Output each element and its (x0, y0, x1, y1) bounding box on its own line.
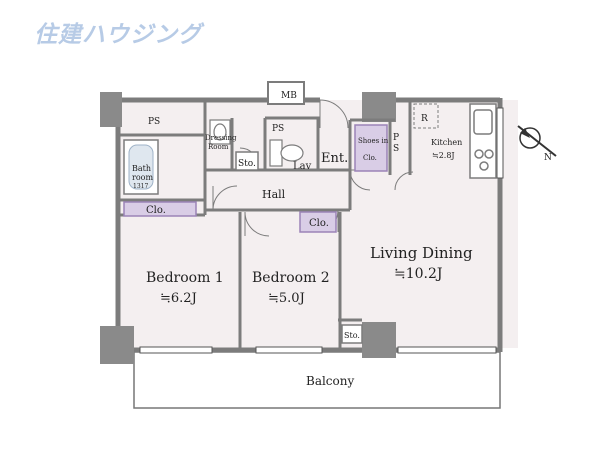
bath-name: Bath (132, 164, 151, 173)
compass (517, 125, 557, 157)
shoes-line2: Clo. (363, 154, 377, 162)
bedroom2-name: Bedroom 2 (252, 270, 330, 286)
bathtub (123, 139, 159, 195)
living-name: Living Dining (370, 244, 473, 262)
dressing-name2: Room (208, 143, 229, 151)
bath-size: 1317 (133, 183, 148, 190)
ps-dressing-label: PS (148, 117, 160, 127)
mb-label: MB (281, 91, 297, 101)
kitchen-counter (469, 103, 497, 179)
clo-bed2-label: Clo. (309, 218, 329, 229)
sto-balcony-label: Sto. (344, 331, 360, 340)
toilet (269, 139, 304, 167)
fridge-label: R (421, 114, 428, 124)
fridge-space (413, 103, 439, 129)
side-windows (496, 107, 504, 179)
living-size: ≒10.2J (394, 266, 443, 282)
balcony-area (133, 351, 501, 409)
kitchen-size: ≒2.8J (432, 151, 455, 160)
sto-hall-label: Sto. (238, 159, 256, 169)
shoes-line1: Shoes in (358, 137, 389, 145)
washbasin (209, 119, 231, 145)
bedroom1-name: Bedroom 1 (146, 270, 224, 286)
bedroom2-size: ≒5.0J (268, 291, 305, 306)
ps-toilet-label: PS (272, 124, 284, 134)
closets (123, 124, 388, 233)
dressing-name: Dressing (205, 134, 237, 142)
ps-kitchen-p-label: P (393, 133, 399, 143)
kitchen-name: Kitchen (431, 138, 462, 147)
clo-bed1-label: Clo. (146, 205, 166, 216)
brand-logo: 住建ハウジング (34, 22, 202, 48)
balcony-label: Balcony (306, 374, 354, 388)
bath-name2: room (132, 173, 153, 182)
compass-north-label: N (544, 153, 552, 163)
lav-label: Lav (293, 161, 312, 172)
structural-columns (100, 81, 396, 364)
ps-kitchen-s-label: S (393, 144, 399, 154)
balcony-windows (139, 346, 497, 354)
entrance-label: Ent. (321, 151, 348, 166)
hall-label: Hall (262, 188, 286, 201)
storage-boxes (235, 151, 363, 344)
bedroom1-size: ≒6.2J (160, 291, 197, 306)
